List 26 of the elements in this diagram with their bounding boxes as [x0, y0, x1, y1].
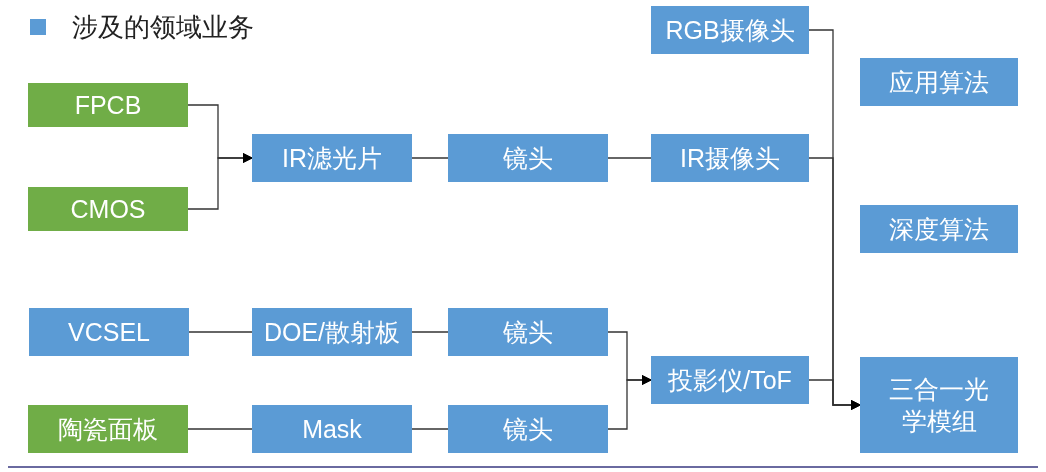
arrow [187, 153, 253, 210]
process-box: DOE/散射板 [252, 308, 412, 356]
connector-line [411, 157, 449, 159]
process-box: RGB摄像头 [651, 6, 809, 54]
process-box: 镜头 [448, 308, 608, 356]
process-box: CMOS [28, 187, 188, 231]
connector-line [411, 428, 449, 430]
process-box: VCSEL [29, 308, 189, 356]
arrow [607, 375, 652, 430]
process-box: 镜头 [448, 405, 608, 453]
process-box: 应用算法 [860, 58, 1018, 106]
process-box: IR摄像头 [651, 134, 809, 182]
connector-line [188, 331, 253, 333]
connector-line [411, 331, 449, 333]
connector-line [187, 428, 253, 430]
process-box: 投影仪/ToF [651, 356, 809, 404]
process-box: 三合一光学模组 [860, 357, 1018, 453]
process-box: FPCB [28, 83, 188, 127]
process-box: 陶瓷面板 [28, 405, 188, 453]
process-box: 镜头 [448, 134, 608, 182]
process-box: IR滤光片 [252, 134, 412, 182]
legend-text: 涉及的领域业务 [72, 14, 254, 40]
connector-line [607, 157, 652, 159]
process-box: Mask [252, 405, 412, 453]
process-box: 深度算法 [860, 205, 1018, 253]
arrow [808, 379, 861, 410]
